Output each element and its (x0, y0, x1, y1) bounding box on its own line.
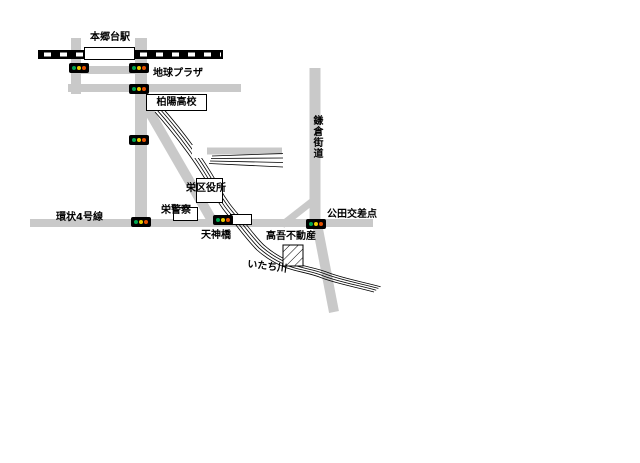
green-dot (309, 222, 313, 226)
green-dot (132, 87, 136, 91)
red-dot (144, 220, 148, 224)
traffic-light-icon (131, 217, 151, 227)
red-dot (319, 222, 323, 226)
river-branch-line (208, 163, 284, 168)
traffic-light-icon (129, 84, 149, 94)
tenjin-bridge-label: 天神橋 (201, 230, 231, 241)
red-dot (142, 87, 146, 91)
green-dot (72, 66, 76, 70)
traffic-light-icon (306, 219, 326, 229)
road-kamakura-lower (312, 223, 339, 313)
high-school-label: 柏陽高校 (156, 96, 197, 108)
green-dot (216, 218, 220, 222)
red-dot (142, 66, 146, 70)
traffic-light-icon (129, 135, 149, 145)
plaza-label: 地球プラザ (153, 68, 203, 79)
river-line (161, 106, 381, 288)
kamakura-highway-label: 鎌倉街道 (311, 115, 322, 159)
ring-road-4-label: 環状4号線 (56, 212, 103, 223)
road-koda-branch (279, 197, 317, 228)
green-dot (132, 138, 136, 142)
river-branch-line (210, 157, 284, 159)
police-label: 栄警察 (161, 205, 191, 216)
river-branch-line (211, 153, 284, 157)
ward-office-label: 栄区役所 (186, 183, 226, 194)
river-branch-line (209, 160, 284, 163)
small-bridge-patch (192, 145, 207, 158)
yellow-dot (139, 220, 143, 224)
tenjin-bridge-box (230, 214, 252, 225)
yellow-dot (137, 87, 141, 91)
station-box-icon (84, 47, 135, 60)
yellow-dot (221, 218, 225, 222)
red-dot (142, 138, 146, 142)
yellow-dot (137, 138, 141, 142)
traffic-light-icon (69, 63, 89, 73)
koda-intersection-label: 公田交差点 (327, 209, 377, 220)
river-branch-lines (208, 153, 284, 168)
high-school-box: 柏陽高校 (146, 94, 207, 111)
station-label: 本郷台駅 (90, 32, 130, 43)
yellow-dot (77, 66, 81, 70)
real-estate-label: 高吾不動産 (266, 231, 316, 242)
police-box (173, 207, 198, 221)
red-dot (82, 66, 86, 70)
green-dot (132, 66, 136, 70)
yellow-dot (137, 66, 141, 70)
traffic-light-icon (129, 63, 149, 73)
ward-office-box (196, 178, 223, 203)
green-dot (134, 220, 138, 224)
yellow-dot (314, 222, 318, 226)
red-dot (226, 218, 230, 222)
hatched-building-icon (282, 244, 304, 267)
traffic-light-icon (213, 215, 233, 225)
